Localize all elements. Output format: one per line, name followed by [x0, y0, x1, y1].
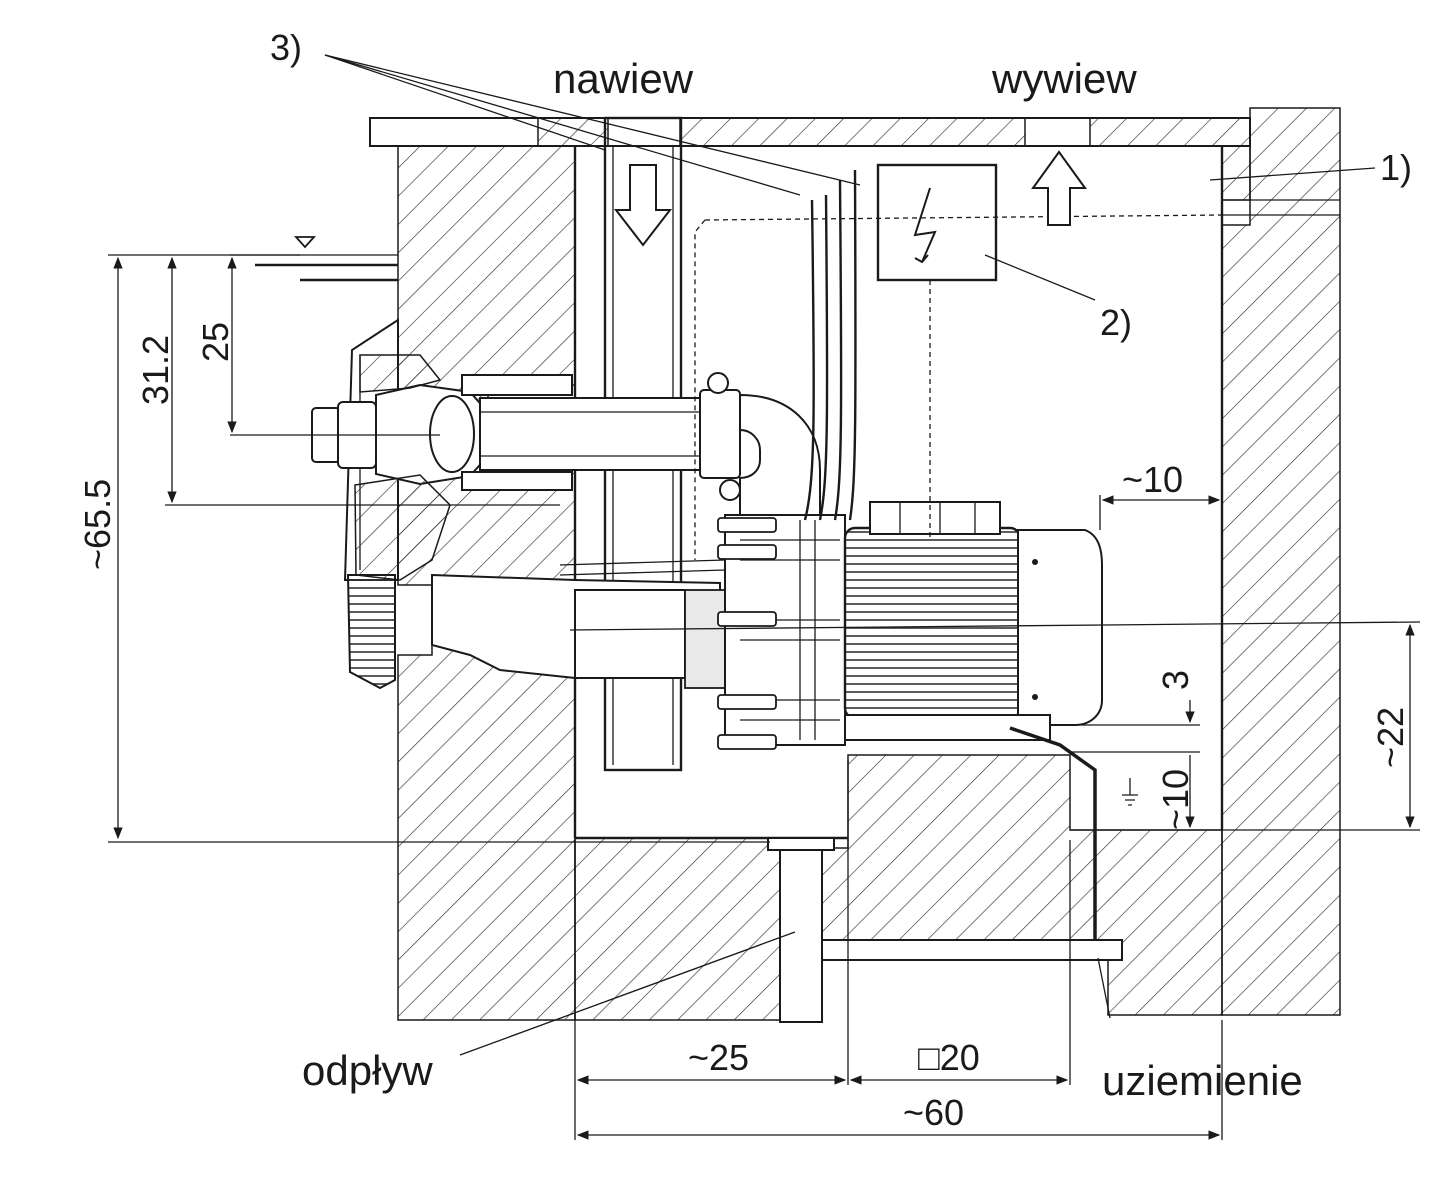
top-slab-hatch-right — [1089, 117, 1251, 147]
drain-pipe — [779, 845, 823, 1023]
dim-22: ~22 — [1370, 707, 1411, 768]
grounding-wire — [1009, 726, 1097, 940]
text-labels: nawiew wywiew odpływ uziemienie 1) 2) 3)… — [77, 27, 1412, 1133]
flange-bolts — [717, 517, 777, 750]
grounding-bar — [821, 939, 1123, 961]
reference-3: 3) — [270, 27, 302, 68]
dim-25-horizontal: ~25 — [688, 1037, 749, 1078]
dim-25-vertical: 25 — [195, 322, 236, 362]
top-slab-hatch-left — [537, 117, 609, 147]
control-box-group — [613, 150, 1223, 560]
right-wall — [1221, 107, 1341, 1016]
ground-symbol-icon — [1122, 778, 1138, 806]
suction-grille — [346, 574, 396, 690]
dim-20: □20 — [918, 1037, 980, 1078]
reference-1: 1) — [1380, 147, 1412, 188]
label-grounding: uziemienie — [1102, 1057, 1303, 1104]
exhaust-air-arrow-icon — [1031, 150, 1087, 226]
through-wall-pipe — [479, 397, 706, 471]
coupling-bolt-bottom — [719, 479, 741, 501]
dim-60: ~60 — [903, 1092, 964, 1133]
label-supply-air: nawiew — [553, 55, 694, 102]
dim-65-5: ~65.5 — [77, 479, 118, 570]
dim-3: 3 — [1155, 670, 1196, 690]
water-level-icon — [293, 236, 317, 249]
dim-31-2: 31.2 — [135, 335, 176, 405]
dimension-lines — [108, 254, 1421, 1140]
water-level — [255, 236, 398, 282]
right-wall-upper — [1221, 145, 1251, 201]
motor-terminal-box — [869, 501, 1001, 535]
electrical-control-box — [876, 163, 998, 282]
supply-air-arrow-icon — [613, 164, 673, 247]
top-slab-hatch-mid — [679, 117, 1026, 147]
floor-slab — [574, 837, 781, 1021]
coupling-bolt-top — [707, 372, 729, 394]
pipe-sleeve — [574, 589, 686, 679]
drain-cap — [767, 837, 835, 851]
pipe-coupling — [699, 389, 741, 479]
lightning-icon — [913, 187, 937, 264]
motor-fan-cover — [1017, 529, 1103, 726]
label-drain: odpływ — [302, 1047, 433, 1094]
motor-body — [843, 526, 1022, 720]
pump-assembly — [311, 169, 1138, 940]
dim-10-bottom: ~10 — [1155, 769, 1196, 830]
control-cables — [803, 169, 857, 521]
dim-10-top: ~10 — [1122, 459, 1183, 500]
label-exhaust-air: wywiew — [991, 55, 1137, 102]
leader-lines — [324, 54, 1376, 1056]
reference-2: 2) — [1100, 302, 1132, 343]
pipe-elbow — [739, 393, 821, 516]
nozzle-flange-hatch — [354, 474, 451, 581]
